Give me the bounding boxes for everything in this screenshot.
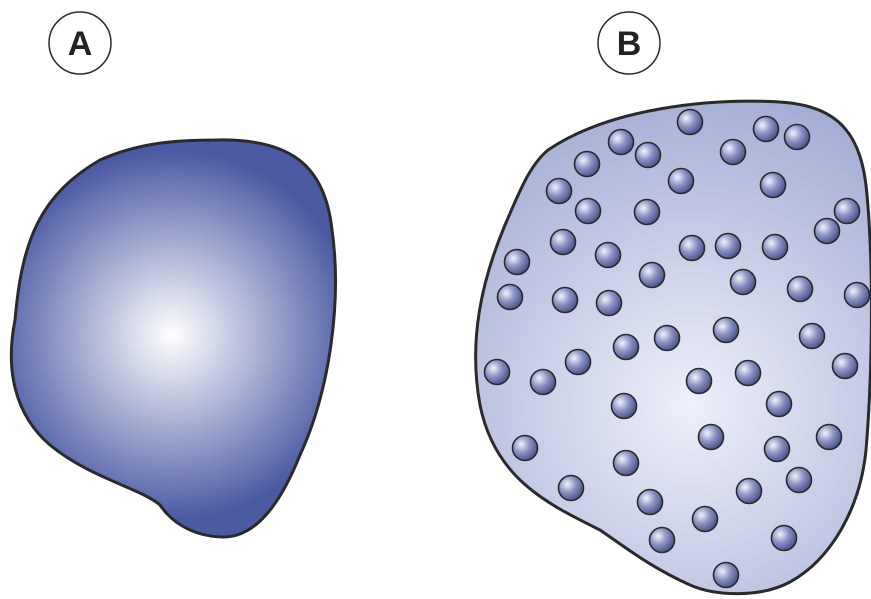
granule — [680, 236, 705, 261]
granule — [687, 369, 712, 394]
granule — [638, 490, 663, 515]
panel-a-label: A — [49, 12, 111, 74]
panel-b-label-text: B — [617, 25, 642, 63]
granule — [716, 234, 741, 259]
granule — [566, 350, 591, 375]
granule — [636, 143, 661, 168]
granule — [485, 360, 510, 385]
granule — [547, 179, 572, 204]
granule — [714, 563, 739, 588]
granule — [714, 318, 739, 343]
granule — [612, 394, 637, 419]
cell-a — [11, 140, 335, 537]
granule — [531, 370, 556, 395]
granule — [576, 199, 601, 224]
granule — [817, 425, 842, 450]
granule — [513, 436, 538, 461]
granule — [767, 392, 792, 417]
granule — [597, 291, 622, 316]
granule — [559, 476, 584, 501]
granule — [614, 335, 639, 360]
granule — [635, 200, 660, 225]
granule — [596, 243, 621, 268]
granule — [761, 173, 786, 198]
granule — [609, 130, 634, 155]
granule — [669, 169, 694, 194]
panel-b-label: B — [598, 12, 660, 74]
granule — [833, 354, 858, 379]
granule — [731, 270, 756, 295]
granule — [737, 479, 762, 504]
granule — [772, 526, 797, 551]
granule — [835, 199, 860, 224]
granule — [785, 125, 810, 150]
granule — [575, 152, 600, 177]
granule — [650, 528, 675, 553]
granule — [553, 288, 578, 313]
granule — [693, 507, 718, 532]
granule — [815, 219, 840, 244]
granule — [505, 250, 530, 275]
granule — [551, 230, 576, 255]
panel-a-label-text: A — [68, 25, 93, 63]
granule — [678, 110, 703, 135]
granule — [763, 235, 788, 260]
granule — [721, 140, 746, 165]
granule — [699, 425, 724, 450]
granule — [736, 361, 761, 386]
granule — [787, 468, 812, 493]
granule — [640, 263, 665, 288]
granule — [800, 324, 825, 349]
granule — [754, 117, 779, 142]
granule — [655, 326, 680, 351]
granule — [498, 285, 523, 310]
granule — [765, 437, 790, 462]
granule — [845, 283, 870, 308]
granule — [614, 451, 639, 476]
granule — [788, 277, 813, 302]
